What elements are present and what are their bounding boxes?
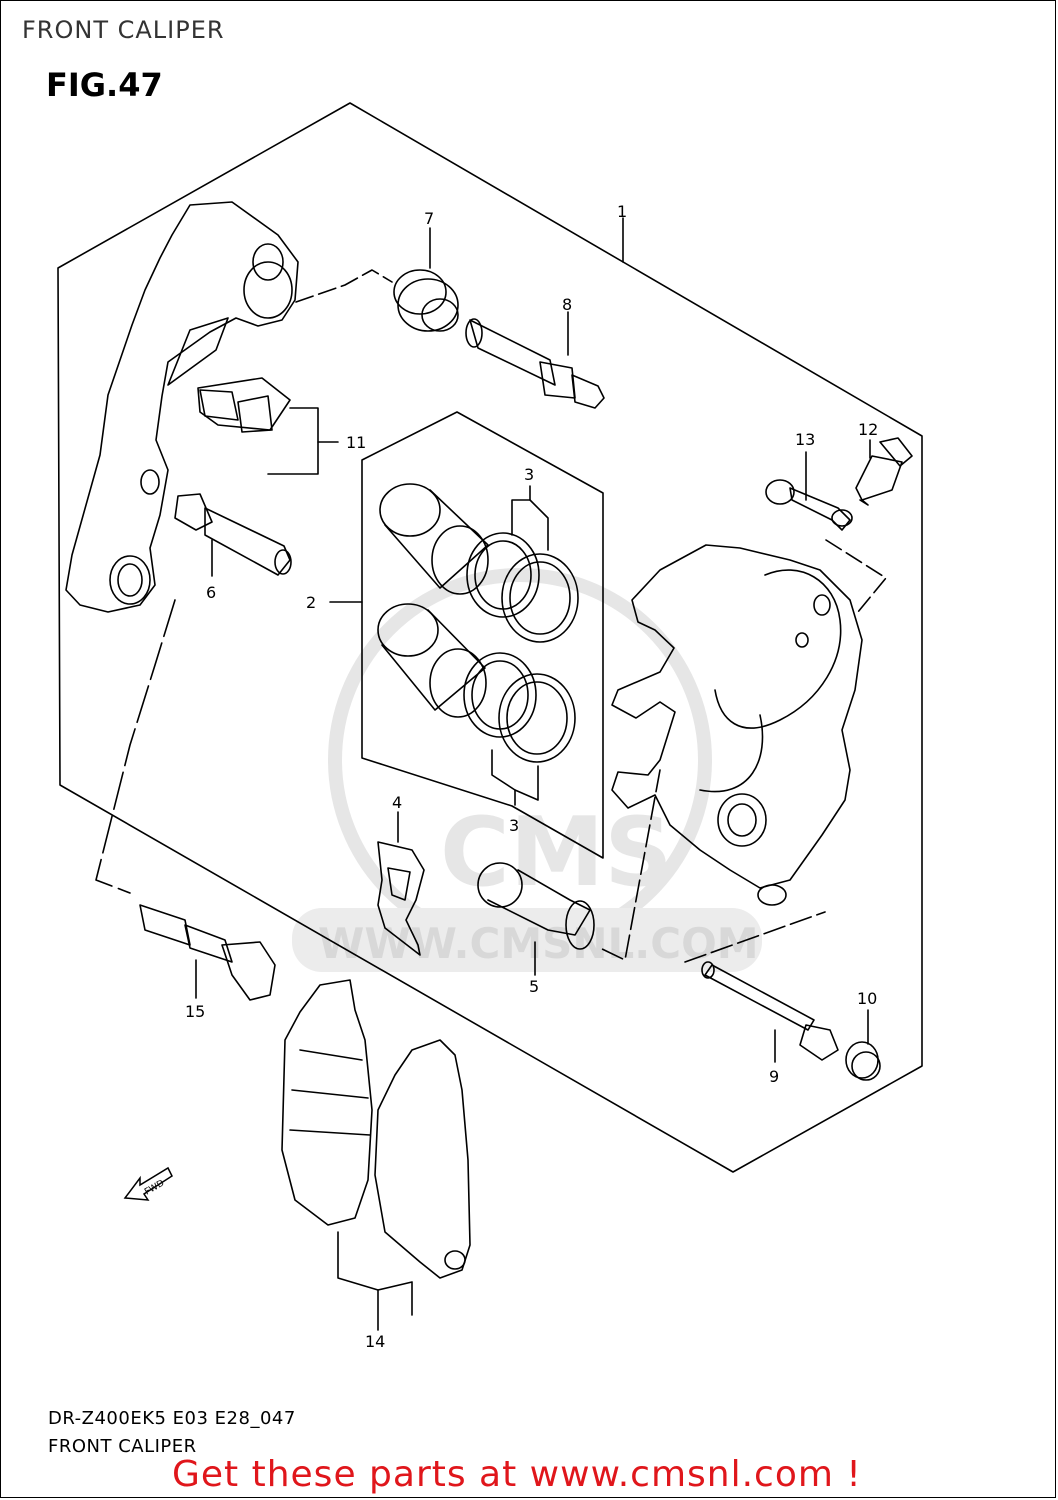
part-4-clip <box>377 841 425 956</box>
callout-14: 14 <box>365 1332 385 1351</box>
callout-13: 13 <box>795 430 815 449</box>
callout-10: 10 <box>857 989 877 1008</box>
page-title: FRONT CALIPER <box>22 16 225 44</box>
callout-9: 9 <box>769 1067 779 1086</box>
callout-1: 1 <box>617 202 627 221</box>
part-5-pin <box>477 862 595 950</box>
piston-box-2 <box>361 411 604 859</box>
callout-5: 5 <box>529 977 539 996</box>
part-12-bleeder <box>855 437 913 506</box>
promo-link[interactable]: Get these parts at www.cmsnl.com ! <box>172 1454 862 1495</box>
callout-3-bottom: 3 <box>509 816 519 835</box>
part-11-springs <box>197 377 291 433</box>
fwd-arrow-icon: FWD <box>123 1166 173 1201</box>
callout-8: 8 <box>562 295 572 314</box>
diagram-caption: FRONT CALIPER <box>48 1436 197 1457</box>
callout-4: 4 <box>392 793 402 812</box>
callout-7: 7 <box>424 209 434 228</box>
callout-12: 12 <box>858 420 878 439</box>
part-14-pads <box>281 979 471 1279</box>
part-7-boot <box>393 269 459 332</box>
callout-3-top: 3 <box>524 465 534 484</box>
callout-15: 15 <box>185 1002 205 1021</box>
part-6-pin <box>174 493 292 576</box>
caliper-bracket <box>65 201 299 613</box>
part-9-pin <box>701 961 839 1061</box>
diagram-code: DR-Z400EK5 E03 E28_047 <box>48 1408 296 1429</box>
part-15-bolt <box>139 904 276 1001</box>
part-10-plug <box>845 1041 881 1081</box>
part-2-pistons <box>377 483 489 718</box>
part-8-pin <box>465 318 605 409</box>
watermark-url: WWW.CMSNL.COM <box>318 919 759 968</box>
assembly-box-1 <box>57 102 923 1173</box>
callout-2: 2 <box>306 593 316 612</box>
callout-11: 11 <box>346 433 366 452</box>
watermark: CMS WWW.CMSNL.COM <box>292 568 762 972</box>
part-13-cap <box>765 479 853 531</box>
caliper-body <box>611 544 863 906</box>
callout-6: 6 <box>206 583 216 602</box>
figure-label: FIG.47 <box>46 66 163 104</box>
part-3-seals <box>463 532 579 763</box>
